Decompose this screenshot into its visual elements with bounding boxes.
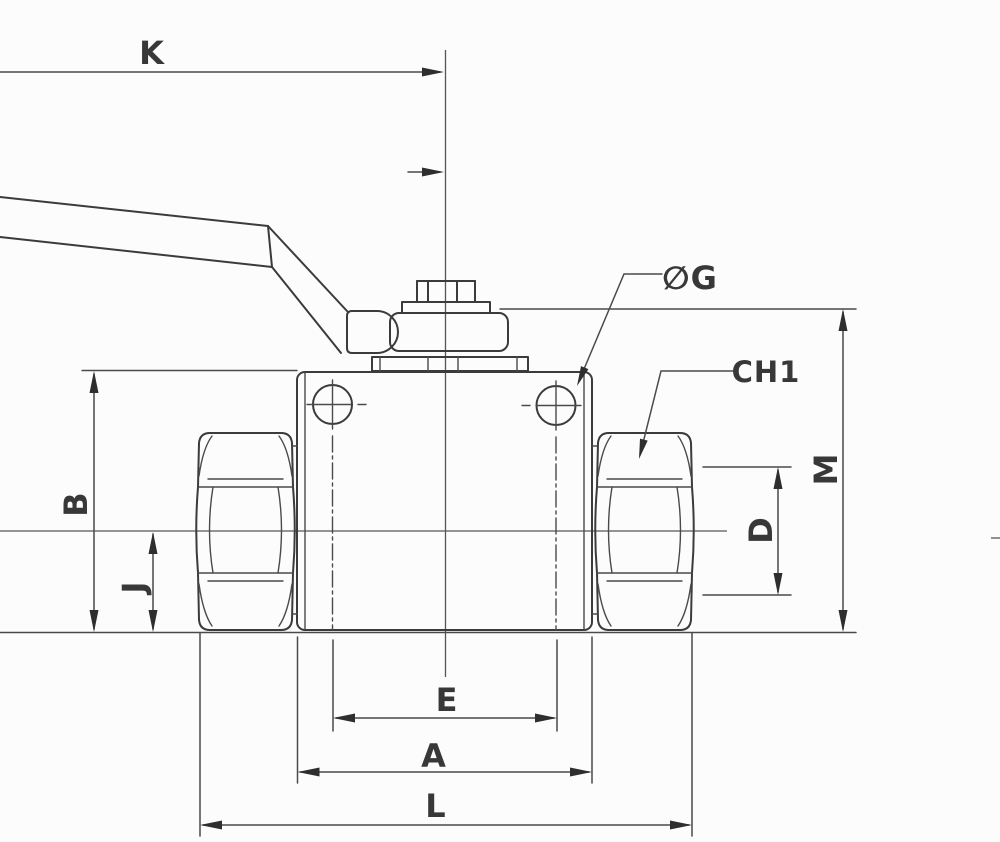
- lever-handle: [0, 196, 399, 354]
- label-l: L: [425, 787, 446, 825]
- gland-top-plate: [401, 301, 491, 314]
- handle-bend-bottom-edge: [271, 266, 342, 354]
- dimension-a: [296, 636, 593, 784]
- mounting-hole-left: [306, 379, 367, 631]
- leader-arrowhead: [639, 438, 648, 459]
- dimension-d: [702, 466, 792, 596]
- label-b: B: [57, 491, 95, 516]
- dimension-labels: K ∅G CH1 E A L B J D M: [57, 34, 845, 825]
- handle-bend-top-edge: [267, 225, 348, 312]
- valve-outline: [0, 196, 695, 631]
- dimension-k: [0, 67, 444, 177]
- hex-nut-right: [591, 432, 695, 631]
- dimension-e: [332, 639, 558, 732]
- leader-arrowhead: [577, 366, 589, 386]
- dimension-b: [81, 369, 298, 632]
- label-m: M: [807, 453, 845, 486]
- label-ch1: CH1: [732, 355, 801, 389]
- label-diameter-g: ∅G: [662, 259, 718, 297]
- hex-nut-left: [195, 432, 298, 631]
- body-top-flange: [371, 356, 529, 372]
- gland-bonnet: [389, 312, 509, 352]
- stem-top: [416, 280, 476, 303]
- handle-hub: [346, 310, 399, 354]
- valve-body: [296, 371, 593, 631]
- centerlines: [0, 50, 1000, 677]
- arrowhead: [422, 67, 444, 77]
- dimension-m: [499, 308, 857, 632]
- label-d: D: [742, 516, 780, 544]
- label-a: A: [421, 737, 447, 775]
- label-e: E: [436, 681, 459, 719]
- dimension-j: [148, 532, 158, 632]
- handle-grip-top-edge: [0, 196, 269, 227]
- label-j: J: [115, 581, 153, 596]
- handle-bend-crease: [267, 225, 273, 268]
- leader-ch1: [639, 370, 737, 459]
- mounting-hole-right: [521, 380, 582, 631]
- dimension-l: [199, 632, 693, 837]
- arrowhead: [422, 167, 444, 177]
- handle-grip-bottom-edge: [0, 236, 273, 268]
- label-k: K: [139, 34, 165, 72]
- leader-g: [577, 273, 663, 386]
